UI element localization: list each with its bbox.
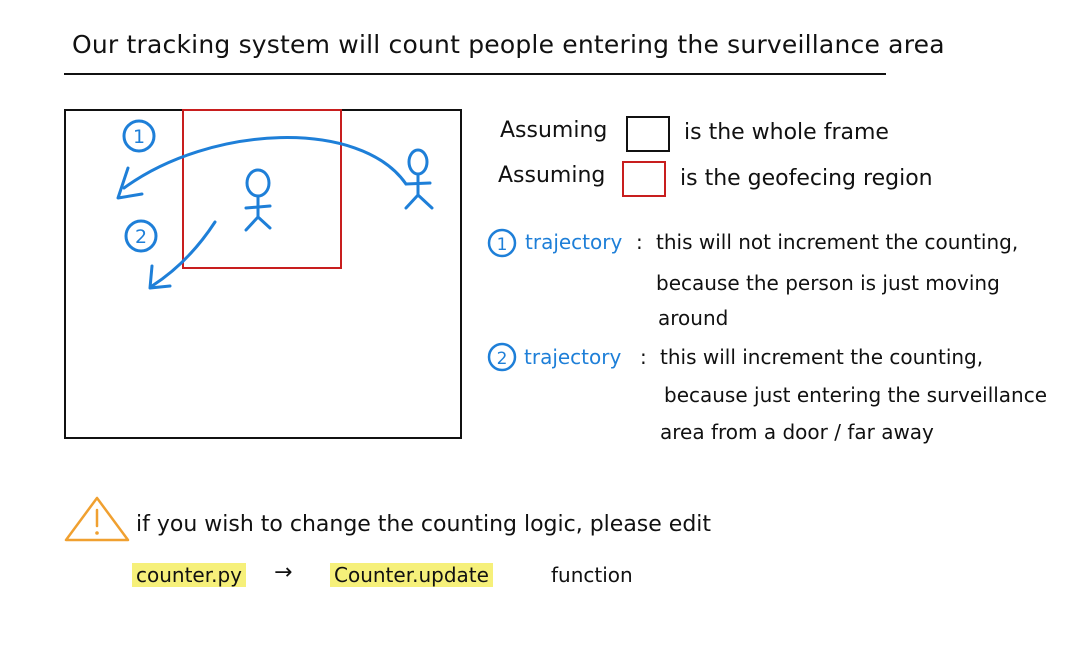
trajectory-1-line-2: because the person is just moving <box>656 271 1000 295</box>
note-suffix: function <box>551 563 633 587</box>
legend-geo-text: is the geofecing region <box>680 166 933 191</box>
note-function-name: Counter.update <box>330 563 493 587</box>
trajectory-1-number-circle <box>487 228 517 258</box>
legend-geo-prefix: Assuming <box>498 163 606 188</box>
page-title: Our tracking system will count people en… <box>72 30 945 59</box>
trajectory-1-arrowhead <box>116 166 144 200</box>
legend-geo-swatch <box>622 161 666 197</box>
marker-1-label: 1 <box>133 126 145 148</box>
trajectory-2-number-circle <box>487 342 517 372</box>
legend-frame-swatch <box>626 116 670 152</box>
geofence-region-box <box>182 109 342 269</box>
marker-1-circle <box>122 119 156 153</box>
stick-figure-icon-inside <box>244 168 272 232</box>
trajectory-2-line-2: because just entering the surveillance <box>664 383 1048 407</box>
legend-frame-prefix: Assuming <box>500 118 608 143</box>
trajectory-1-label: trajectory <box>525 230 623 254</box>
trajectory-2-number: 2 <box>497 349 508 369</box>
marker-2-circle <box>124 219 158 253</box>
trajectory-2-arrow <box>150 220 217 288</box>
note-text: if you wish to change the counting logic… <box>136 512 712 537</box>
trajectory-2-line-3: area from a door / far away <box>660 420 934 444</box>
trajectory-1-number: 1 <box>497 235 508 255</box>
legend-frame-text: is the whole frame <box>684 120 889 145</box>
warning-triangle-icon <box>64 496 130 542</box>
trajectory-1-line-3: around <box>658 306 729 330</box>
title-underline <box>64 73 886 75</box>
trajectory-1-arrow <box>122 136 408 190</box>
trajectory-2-label: trajectory <box>524 345 622 369</box>
marker-2-label: 2 <box>135 226 147 248</box>
stick-figure-icon-outside <box>404 148 434 210</box>
trajectory-1-line-1: this will not increment the counting, <box>656 230 1019 254</box>
note-file-name: counter.py <box>132 563 247 587</box>
note-arrow: → <box>274 560 293 585</box>
trajectory-2-colon: : <box>640 345 647 369</box>
trajectory-1-colon: : <box>636 230 643 254</box>
trajectory-2-line-1: this will increment the counting, <box>660 345 984 369</box>
trajectory-2-arrowhead <box>148 264 172 290</box>
